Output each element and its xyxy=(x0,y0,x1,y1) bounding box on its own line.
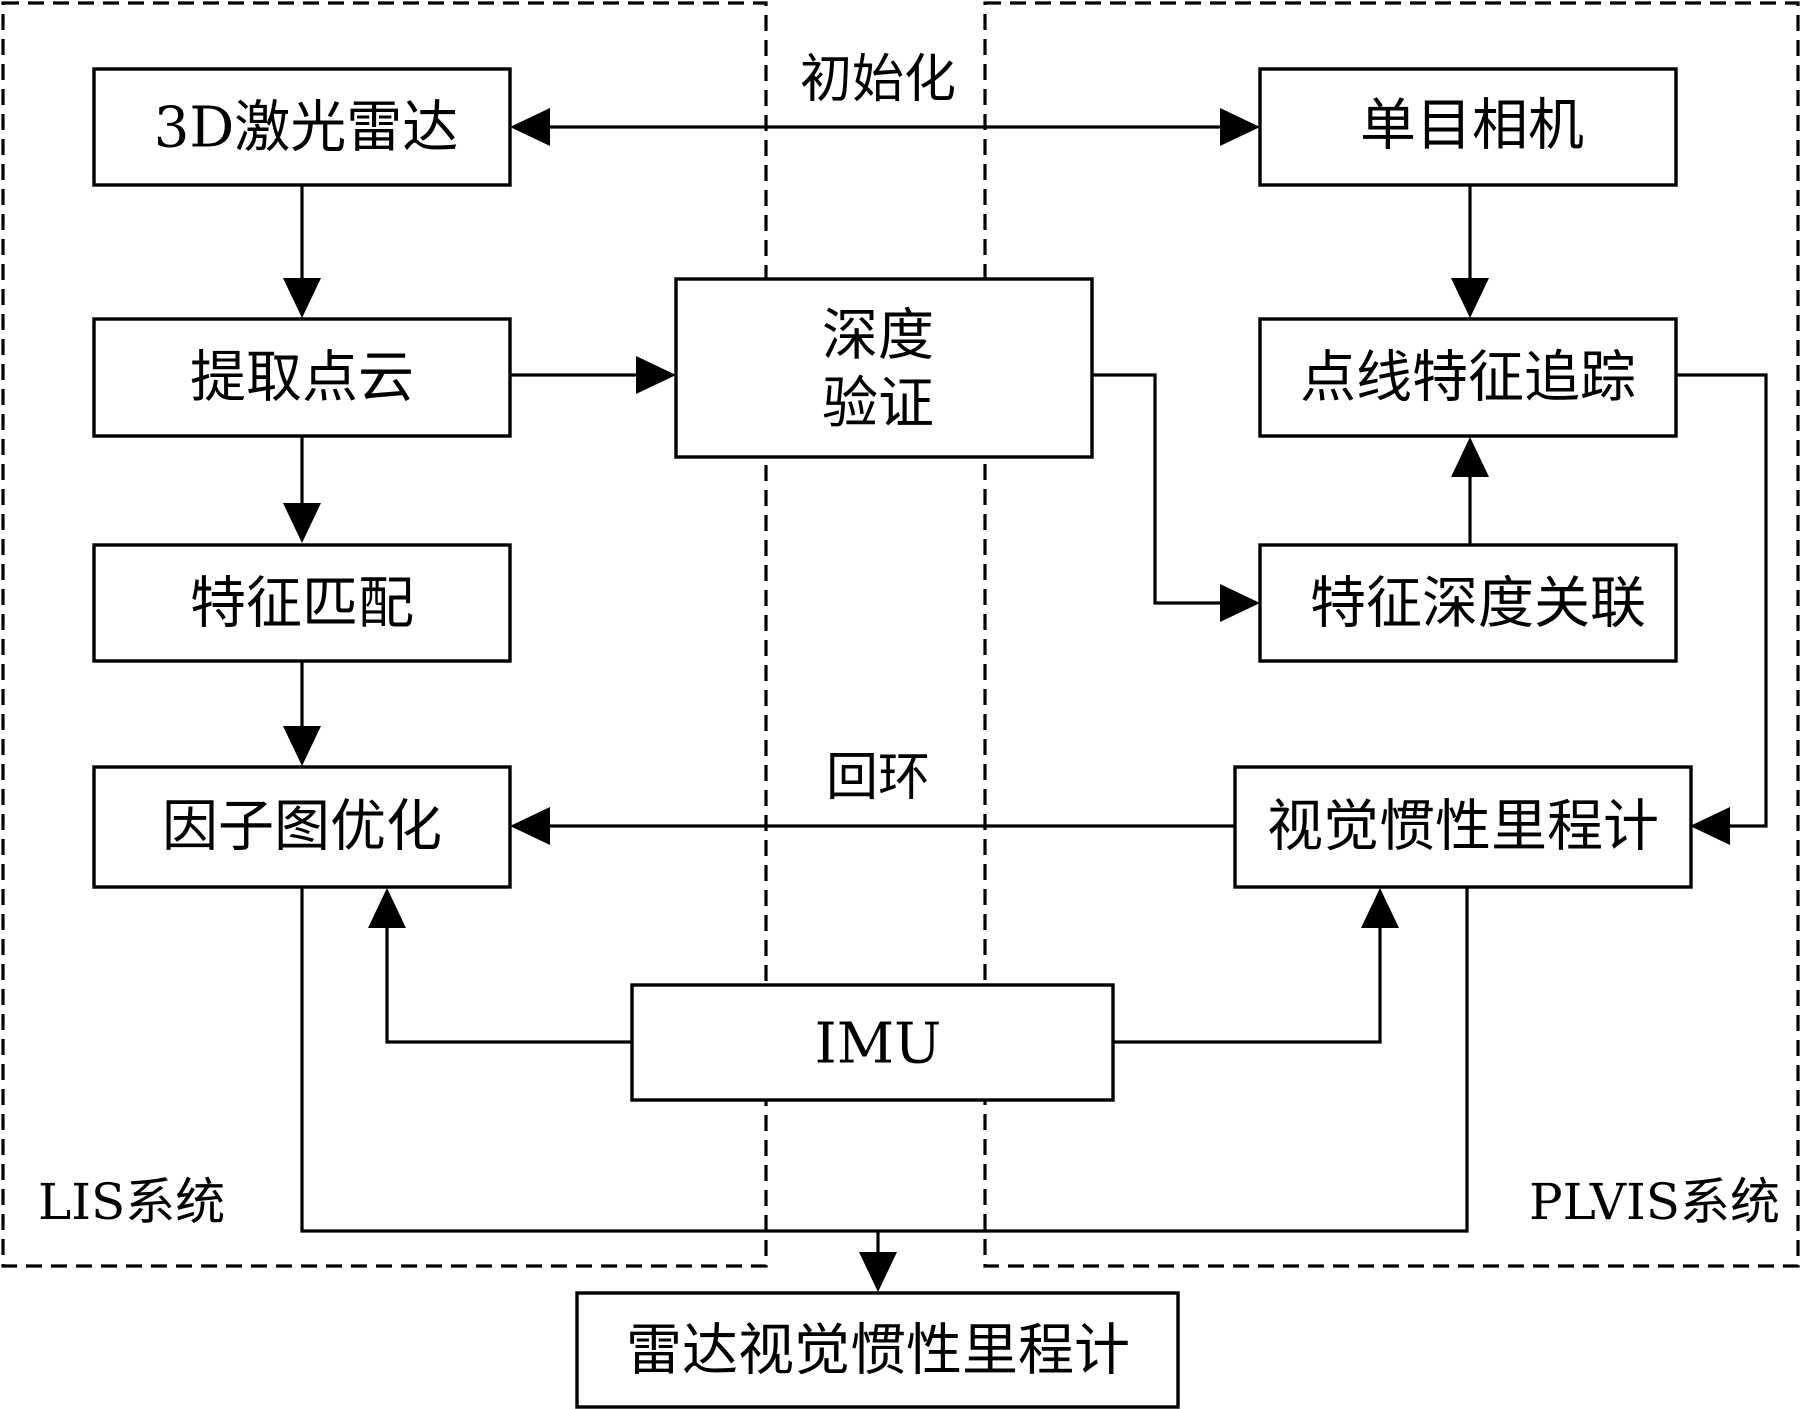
imu-to-factor-arrowhead xyxy=(368,888,406,928)
depth-to-assoc-connector xyxy=(1092,373,1237,605)
factor-graph-label: 因子图优化 xyxy=(162,795,442,860)
camera-to-tracking-arrowhead xyxy=(1451,278,1489,318)
lvio-node: 雷达视觉惯性里程计 xyxy=(575,1291,1180,1409)
feature-match-node: 特征匹配 xyxy=(92,543,512,663)
imu-node: IMU xyxy=(630,983,1115,1102)
depth-check-node: 深度 验证 xyxy=(674,277,1094,459)
plvis-group-border xyxy=(983,1,1800,1268)
lidar-node: 3D激光雷达 xyxy=(92,67,512,187)
lis-group-label: LIS系统 xyxy=(38,1173,225,1231)
extract-points-label: 提取点云 xyxy=(190,346,414,411)
imu-to-vio-arrowhead xyxy=(1361,888,1399,928)
imu-to-factor-connector xyxy=(385,915,632,1044)
init-arrowhead-right xyxy=(1220,108,1260,146)
feature-match-label: 特征匹配 xyxy=(190,572,414,637)
loop-arrowhead xyxy=(510,807,550,845)
depth-check-label-line2: 验证 xyxy=(822,372,934,437)
vio-node: 视觉惯性里程计 xyxy=(1233,765,1693,889)
feature-depth-assoc-node: 特征深度关联 xyxy=(1258,543,1678,663)
loop-label: 回环 xyxy=(826,748,930,808)
plvis-group-label: PLVIS系统 xyxy=(1529,1173,1780,1231)
point-line-tracking-label: 点线特征追踪 xyxy=(1300,346,1636,411)
tracking-to-vio-connector xyxy=(1676,373,1768,828)
outputs-merge-connector xyxy=(300,888,1469,1233)
extract-to-depth-arrowhead xyxy=(636,356,676,394)
mono-camera-node: 单目相机 xyxy=(1258,67,1678,187)
mono-camera-label: 单目相机 xyxy=(1360,94,1584,159)
merge-to-final-arrowhead xyxy=(859,1252,897,1292)
depth-to-assoc-arrowhead xyxy=(1220,584,1260,622)
connectors xyxy=(283,108,1768,1292)
vio-label: 视觉惯性里程计 xyxy=(1267,795,1659,860)
tracking-to-vio-arrowhead xyxy=(1690,807,1730,845)
init-label: 初始化 xyxy=(800,50,956,110)
lidar-to-extract-arrowhead xyxy=(283,278,321,318)
init-arrowhead-left xyxy=(510,108,550,146)
imu-label: IMU xyxy=(815,1012,942,1077)
lvio-label: 雷达视觉惯性里程计 xyxy=(626,1319,1130,1384)
imu-to-vio-connector xyxy=(1113,915,1382,1044)
assoc-to-tracking-arrowhead xyxy=(1451,437,1489,477)
extract-points-node: 提取点云 xyxy=(92,317,512,438)
factor-graph-node: 因子图优化 xyxy=(92,765,512,889)
depth-check-label-line1: 深度 xyxy=(822,304,934,369)
point-line-tracking-node: 点线特征追踪 xyxy=(1258,317,1678,438)
extract-to-match-arrowhead xyxy=(283,503,321,543)
match-to-factor-arrowhead xyxy=(283,726,321,766)
lidar-label: 3D激光雷达 xyxy=(154,96,459,161)
lis-group-border xyxy=(1,1,768,1268)
feature-depth-assoc-label: 特征深度关联 xyxy=(1310,572,1646,637)
